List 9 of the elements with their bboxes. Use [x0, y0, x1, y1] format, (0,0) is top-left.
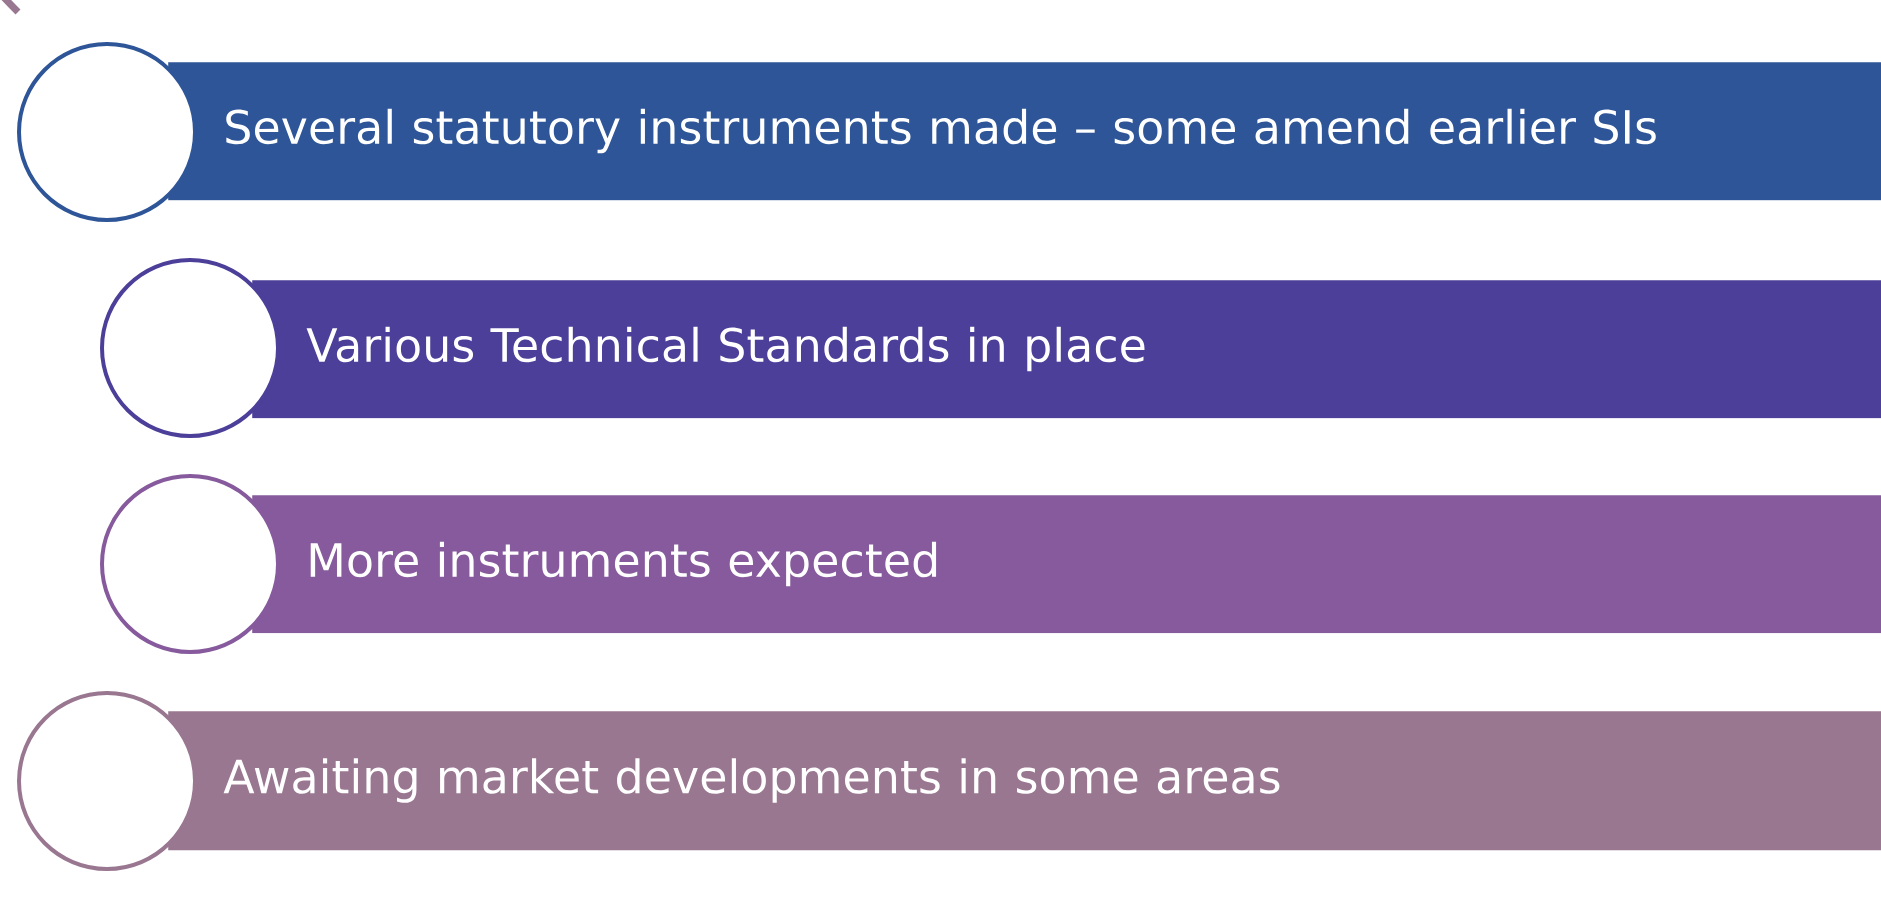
- bar-text: Various Technical Standards in place: [306, 326, 1145, 372]
- bar-text: Awaiting market developments in some areas: [223, 758, 1280, 803]
- list-bar: [168, 62, 1881, 201]
- list-bar: [168, 711, 1881, 851]
- circle: [17, 691, 197, 871]
- bar-text: More instruments expected: [310, 541, 937, 587]
- list-bar: [252, 495, 1881, 634]
- list-bar: [252, 280, 1881, 419]
- bar-text: Several statutory instruments made – some amend earlier SIs: [226, 108, 1656, 154]
